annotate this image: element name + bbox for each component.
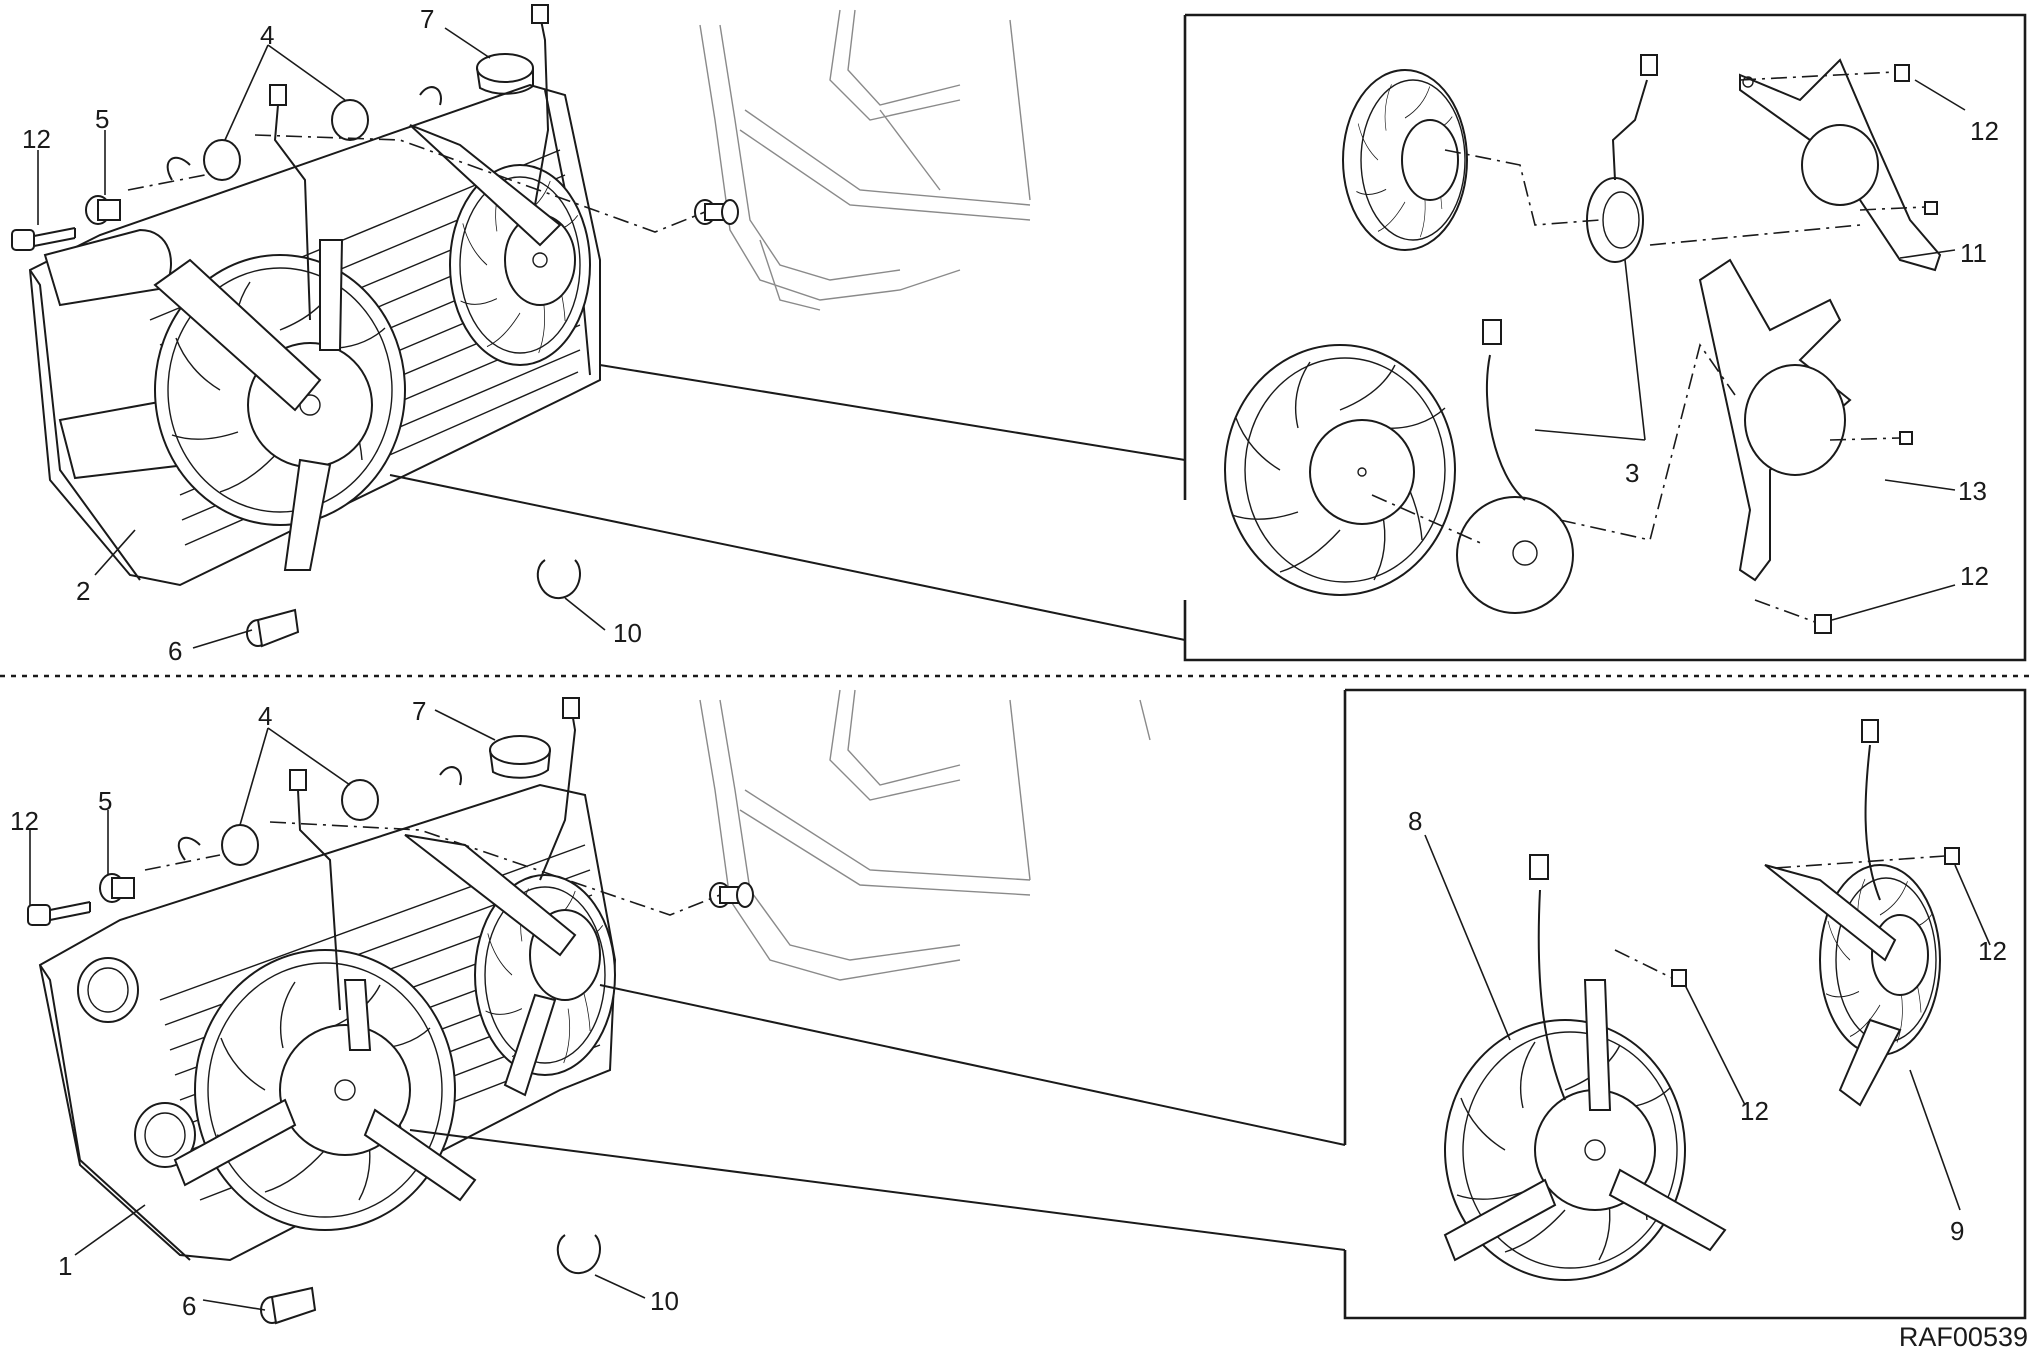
frame-tubes-top — [699, 9, 1031, 311]
callout-12: 12 — [1960, 561, 1989, 591]
drawing-code: RAF00539 — [1899, 1322, 2028, 1352]
callout-8: 8 — [1408, 806, 1422, 836]
callout-12: 12 — [10, 806, 39, 836]
callout-12: 12 — [1740, 1096, 1769, 1126]
callout-12: 12 — [22, 124, 51, 154]
clip-10-top — [536, 559, 581, 600]
bolt-12-top — [11, 227, 76, 251]
callout-6: 6 — [168, 636, 182, 666]
callout-10: 10 — [613, 618, 642, 648]
projection-line-bottom-2 — [409, 1129, 1346, 1251]
spacer-5-top — [85, 195, 121, 225]
callout-12: 12 — [1978, 936, 2007, 966]
callout-7: 7 — [412, 696, 426, 726]
callout-4: 4 — [260, 20, 274, 50]
top-assembly — [11, 4, 1186, 649]
callout-5: 5 — [98, 786, 112, 816]
fan-left-bottom — [173, 949, 477, 1231]
fan-right-top — [409, 124, 591, 366]
mount-bushing-bottom — [709, 882, 754, 908]
callout-5: 5 — [95, 104, 109, 134]
detail-box-top — [1183, 13, 2027, 662]
fan-right-bottom — [404, 834, 616, 1097]
callout-1: 1 — [58, 1251, 72, 1281]
callouts-bottom: 12 5 4 7 1 6 10 8 12 12 9 — [10, 696, 2007, 1321]
grommet-4-bottom — [177, 766, 462, 866]
callout-11: 11 — [1960, 238, 1987, 268]
fan-left-top — [153, 239, 406, 571]
callout-3: 3 — [1625, 458, 1639, 488]
connector-top — [269, 4, 550, 321]
dash-line-top-2 — [127, 174, 206, 191]
detail-box-bottom — [1343, 688, 2027, 1320]
frame-tubes-bottom — [699, 689, 1151, 981]
callouts-top: 12 5 4 7 2 6 10 12 11 3 13 12 — [22, 4, 1999, 666]
screw-6-top — [246, 608, 300, 648]
mount-bushing-top — [694, 199, 739, 225]
dash-line-top-1 — [254, 134, 706, 233]
dash-line-bottom-1 — [269, 821, 721, 916]
callout-10: 10 — [650, 1286, 679, 1316]
projection-line-top-1 — [599, 364, 1186, 461]
bottom-assembly — [27, 689, 1346, 1325]
callout-9: 9 — [1950, 1216, 1964, 1246]
callout-13: 13 — [1958, 476, 1987, 506]
callout-7: 7 — [420, 4, 434, 34]
connector-bottom — [289, 697, 580, 1011]
dash-line-bottom-2 — [144, 854, 221, 871]
callout-2: 2 — [76, 576, 90, 606]
callout-4: 4 — [258, 701, 272, 731]
spacer-5-bottom — [99, 873, 135, 903]
callout-12: 12 — [1970, 116, 1999, 146]
bolt-12-bottom — [27, 901, 91, 926]
projection-line-top-2 — [389, 474, 1186, 641]
projection-line-bottom-1 — [599, 984, 1346, 1146]
screw-6-bottom — [260, 1286, 317, 1325]
clip-10-bottom — [556, 1234, 601, 1275]
callout-6: 6 — [182, 1291, 196, 1321]
grommet-4-top — [166, 86, 442, 181]
